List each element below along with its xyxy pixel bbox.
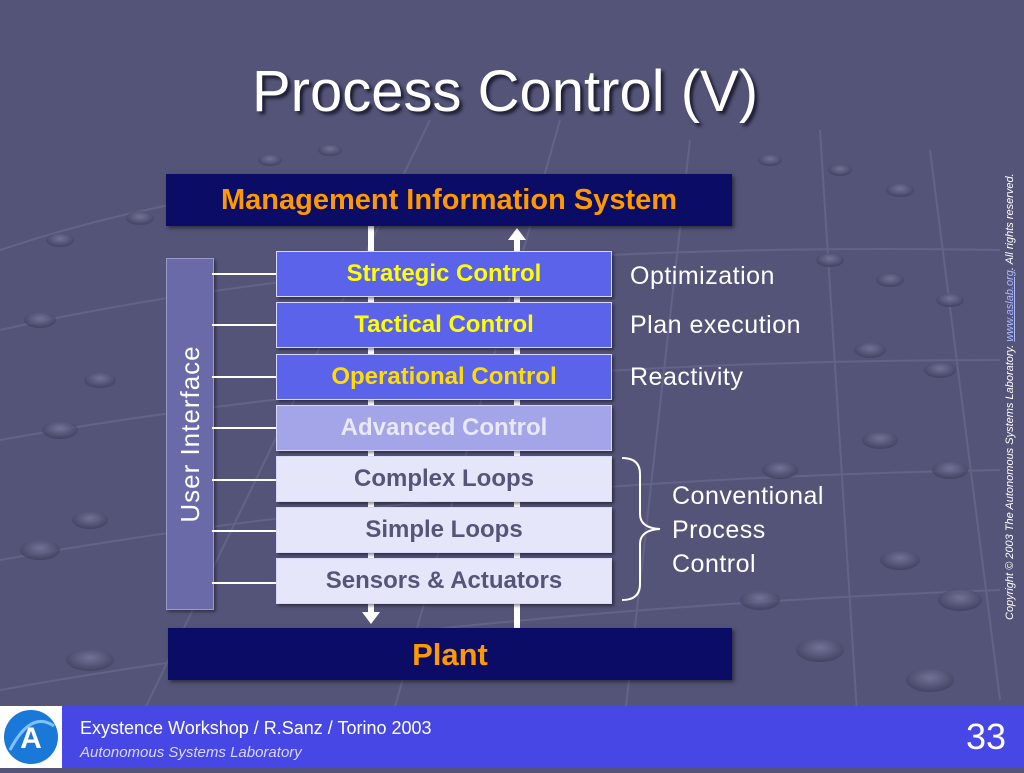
description-plan-execution: Plan execution [630, 311, 802, 339]
connector-line [212, 530, 276, 532]
footer-workshop-text: Exystence Workshop / R.Sanz / Torino 200… [80, 718, 432, 738]
copyright-link[interactable]: www.aslab.org [1004, 270, 1016, 342]
layer-tactical-control: Tactical Control [276, 302, 612, 348]
copyright-notice: Copyright © 2003 The Autonomous Systems … [1002, 90, 1024, 620]
user-interface-panel: User Interface [166, 258, 214, 610]
group-label-line: Process [672, 516, 766, 544]
group-label-line: Conventional [672, 482, 824, 510]
layer-operational-control: Operational Control [276, 354, 612, 400]
page-number: 33 [965, 716, 1006, 757]
aslab-logo: A [0, 706, 62, 768]
connector-line [212, 324, 276, 326]
logo-icon: A [4, 710, 58, 764]
description-optimization: Optimization [630, 262, 775, 290]
user-interface-label: User Interface [175, 345, 205, 523]
layer-simple-loops: Simple Loops [276, 507, 612, 553]
group-label-line: Control [672, 550, 757, 578]
connector-line [212, 273, 276, 275]
up-arrow-icon [508, 228, 526, 240]
management-information-system-bar: Management Information System [166, 174, 732, 226]
layer-sensors-actuators: Sensors & Actuators [276, 558, 612, 604]
connector-line [212, 427, 276, 429]
description-reactivity: Reactivity [630, 363, 744, 391]
layer-strategic-control: Strategic Control [276, 251, 612, 297]
layer-advanced-control: Advanced Control [276, 405, 612, 451]
conventional-process-control-label: Conventional Process Control [672, 479, 824, 581]
footer-bar: A Exystence Workshop / R.Sanz / Torino 2… [0, 706, 1024, 768]
connector-line [212, 376, 276, 378]
logo-letter: A [20, 722, 42, 755]
copyright-prefix: Copyright © 2003 The Autonomous Systems … [1004, 341, 1016, 620]
copyright-suffix: . All rights reserved. [1004, 173, 1016, 271]
layer-complex-loops: Complex Loops [276, 456, 612, 502]
curly-brace-icon [621, 457, 661, 601]
footer-lab-text: Autonomous Systems Laboratory [80, 744, 302, 761]
slide-title: Process Control (V) [251, 59, 759, 124]
connector-line [212, 582, 276, 584]
plant-bar: Plant [168, 628, 732, 680]
down-arrow-icon [362, 612, 380, 624]
connector-line [212, 479, 276, 481]
